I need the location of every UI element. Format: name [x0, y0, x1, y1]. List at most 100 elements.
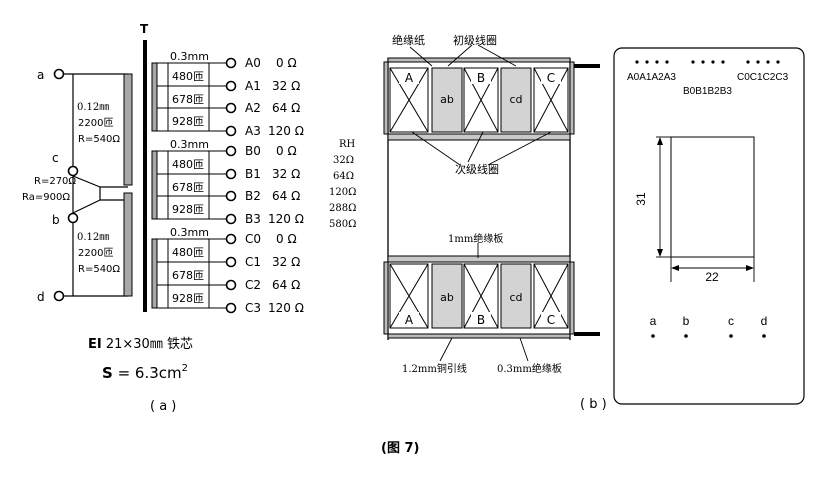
svg-text:120 Ω: 120 Ω: [268, 124, 304, 138]
primary-terminal-a: a: [37, 68, 65, 82]
svg-text:64 Ω: 64 Ω: [272, 101, 300, 115]
svg-text:C0: C0: [245, 232, 261, 246]
primary-coil-upper: [123, 73, 133, 186]
svg-text:32 Ω: 32 Ω: [272, 167, 300, 181]
svg-text:C1: C1: [245, 255, 261, 269]
svg-text:0.3mm: 0.3mm: [170, 226, 209, 239]
svg-text:0 Ω: 0 Ω: [276, 232, 297, 246]
svg-text:c: c: [728, 314, 734, 328]
center-r: R=270Ω: [34, 176, 76, 187]
top-hole-row: [635, 60, 780, 64]
primary-coil-lower: [123, 192, 133, 297]
svg-text:0 Ω: 0 Ω: [276, 56, 297, 70]
svg-text:B2: B2: [245, 189, 261, 203]
svg-text:64Ω: 64Ω: [333, 171, 354, 182]
bottom-hole-row: [651, 334, 766, 338]
label-secondary-coil: 次级线圈: [455, 162, 499, 176]
svg-text:b: b: [683, 314, 690, 328]
svg-text:C0C1C2C3: C0C1C2C3: [737, 72, 789, 83]
svg-text:cd: cd: [509, 291, 522, 304]
primary-lower-resistance: R=540Ω: [78, 264, 120, 275]
svg-text:B: B: [477, 71, 485, 85]
dim-width: 22: [705, 270, 719, 284]
leader-lines: [409, 44, 552, 362]
svg-text:B0: B0: [245, 144, 261, 158]
svg-text:580Ω: 580Ω: [329, 219, 356, 230]
figure-caption: (图 7): [381, 441, 419, 456]
svg-text:678匝: 678匝: [172, 181, 204, 194]
primary-lower-turns: 2200匝: [78, 247, 113, 259]
label-insulating-paper: 绝缘纸: [392, 33, 425, 47]
primary-terminal-b: b: [52, 212, 79, 227]
primary-wiring: [63, 73, 128, 297]
svg-text:480匝: 480匝: [172, 70, 204, 83]
dimension-height: [656, 136, 671, 258]
svg-text:120 Ω: 120 Ω: [268, 212, 304, 226]
svg-text:c: c: [52, 151, 59, 165]
svg-text:ab: ab: [440, 291, 454, 304]
primary-terminal-c: c: [52, 151, 79, 177]
label-primary-coil: 初级线圈: [453, 33, 497, 47]
svg-text:C3: C3: [245, 301, 261, 315]
svg-text:64 Ω: 64 Ω: [272, 189, 300, 203]
svg-text:480匝: 480匝: [172, 246, 204, 259]
svg-text:64 Ω: 64 Ω: [272, 278, 300, 292]
svg-text:B: B: [477, 313, 485, 327]
svg-text:d: d: [37, 290, 45, 304]
svg-text:A2: A2: [245, 101, 261, 115]
svg-text:0.3mm: 0.3mm: [170, 50, 209, 63]
svg-text:RH: RH: [339, 139, 356, 150]
center-ra: Ra=900Ω: [22, 192, 70, 203]
svg-text:B3: B3: [245, 212, 261, 226]
svg-text:A: A: [405, 71, 414, 85]
label-board-03mm: 0.3mm绝缘板: [497, 362, 562, 375]
svg-text:928匝: 928匝: [172, 203, 204, 216]
svg-text:B1: B1: [245, 167, 261, 181]
secondary-group-b: 0.3mm 480匝 678匝 928匝 B0 0 Ω B1 32 Ω B2 6…: [151, 138, 304, 226]
svg-text:0 Ω: 0 Ω: [276, 144, 297, 158]
svg-text:480匝: 480匝: [172, 158, 204, 171]
svg-text:0.3mm: 0.3mm: [170, 138, 209, 151]
svg-text:120 Ω: 120 Ω: [268, 301, 304, 315]
caption-b: ( b ): [580, 397, 607, 412]
transformer-label: T: [140, 22, 149, 36]
svg-text:678匝: 678匝: [172, 269, 204, 282]
dimension-width: [670, 257, 755, 282]
svg-text:928匝: 928匝: [172, 115, 204, 128]
primary-upper-turns: 2200匝: [78, 117, 113, 129]
svg-text:678匝: 678匝: [172, 93, 204, 106]
svg-text:C: C: [547, 71, 555, 85]
label-board-1mm: 1mm绝缘板: [448, 232, 503, 245]
svg-text:a: a: [650, 314, 657, 328]
upper-winding-stack: A ab B cd C: [383, 57, 600, 141]
secondary-group-a: 0.3mm 480匝 678匝 928匝 A0 0 Ω A1 32 Ω A2: [151, 50, 304, 138]
svg-text:C2: C2: [245, 278, 261, 292]
primary-upper-wire: 0.12㎜: [77, 102, 109, 113]
svg-text:A1: A1: [245, 79, 261, 93]
svg-text:288Ω: 288Ω: [329, 203, 356, 214]
svg-text:b: b: [52, 213, 60, 227]
primary-upper-resistance: R=540Ω: [78, 134, 120, 145]
schematic-a: T a c b d: [22, 22, 356, 414]
svg-text:cd: cd: [509, 93, 522, 106]
primary-terminal-d: d: [37, 290, 65, 304]
svg-text:32 Ω: 32 Ω: [272, 79, 300, 93]
svg-text:A0: A0: [245, 56, 261, 70]
secondary-group-c: 0.3mm 480匝 678匝 928匝 C0 0 Ω C1 32 Ω C2 6…: [151, 226, 304, 315]
terminal-board: A0A1A2A3 C0C1C2C3 B0B1B2B3 31 22 a: [613, 47, 805, 405]
svg-text:B0B1B2B3: B0B1B2B3: [683, 86, 732, 97]
svg-text:120Ω: 120Ω: [329, 187, 356, 198]
core-spec-line2: S = 6.3cm2: [102, 363, 188, 382]
core-spec-line1: EI 21×30㎜ 铁芯: [88, 337, 193, 352]
coil-cross-section-b: A ab B cd C: [383, 33, 805, 412]
label-copper-lead: 1.2mm铜引线: [402, 362, 467, 375]
svg-text:ab: ab: [440, 93, 454, 106]
svg-text:C: C: [547, 313, 555, 327]
window-cutout: [670, 136, 755, 258]
svg-text:32Ω: 32Ω: [333, 155, 354, 166]
svg-text:d: d: [761, 314, 768, 328]
svg-text:a: a: [37, 68, 44, 82]
dim-height: 31: [634, 192, 648, 206]
caption-a: ( a ): [150, 399, 176, 414]
